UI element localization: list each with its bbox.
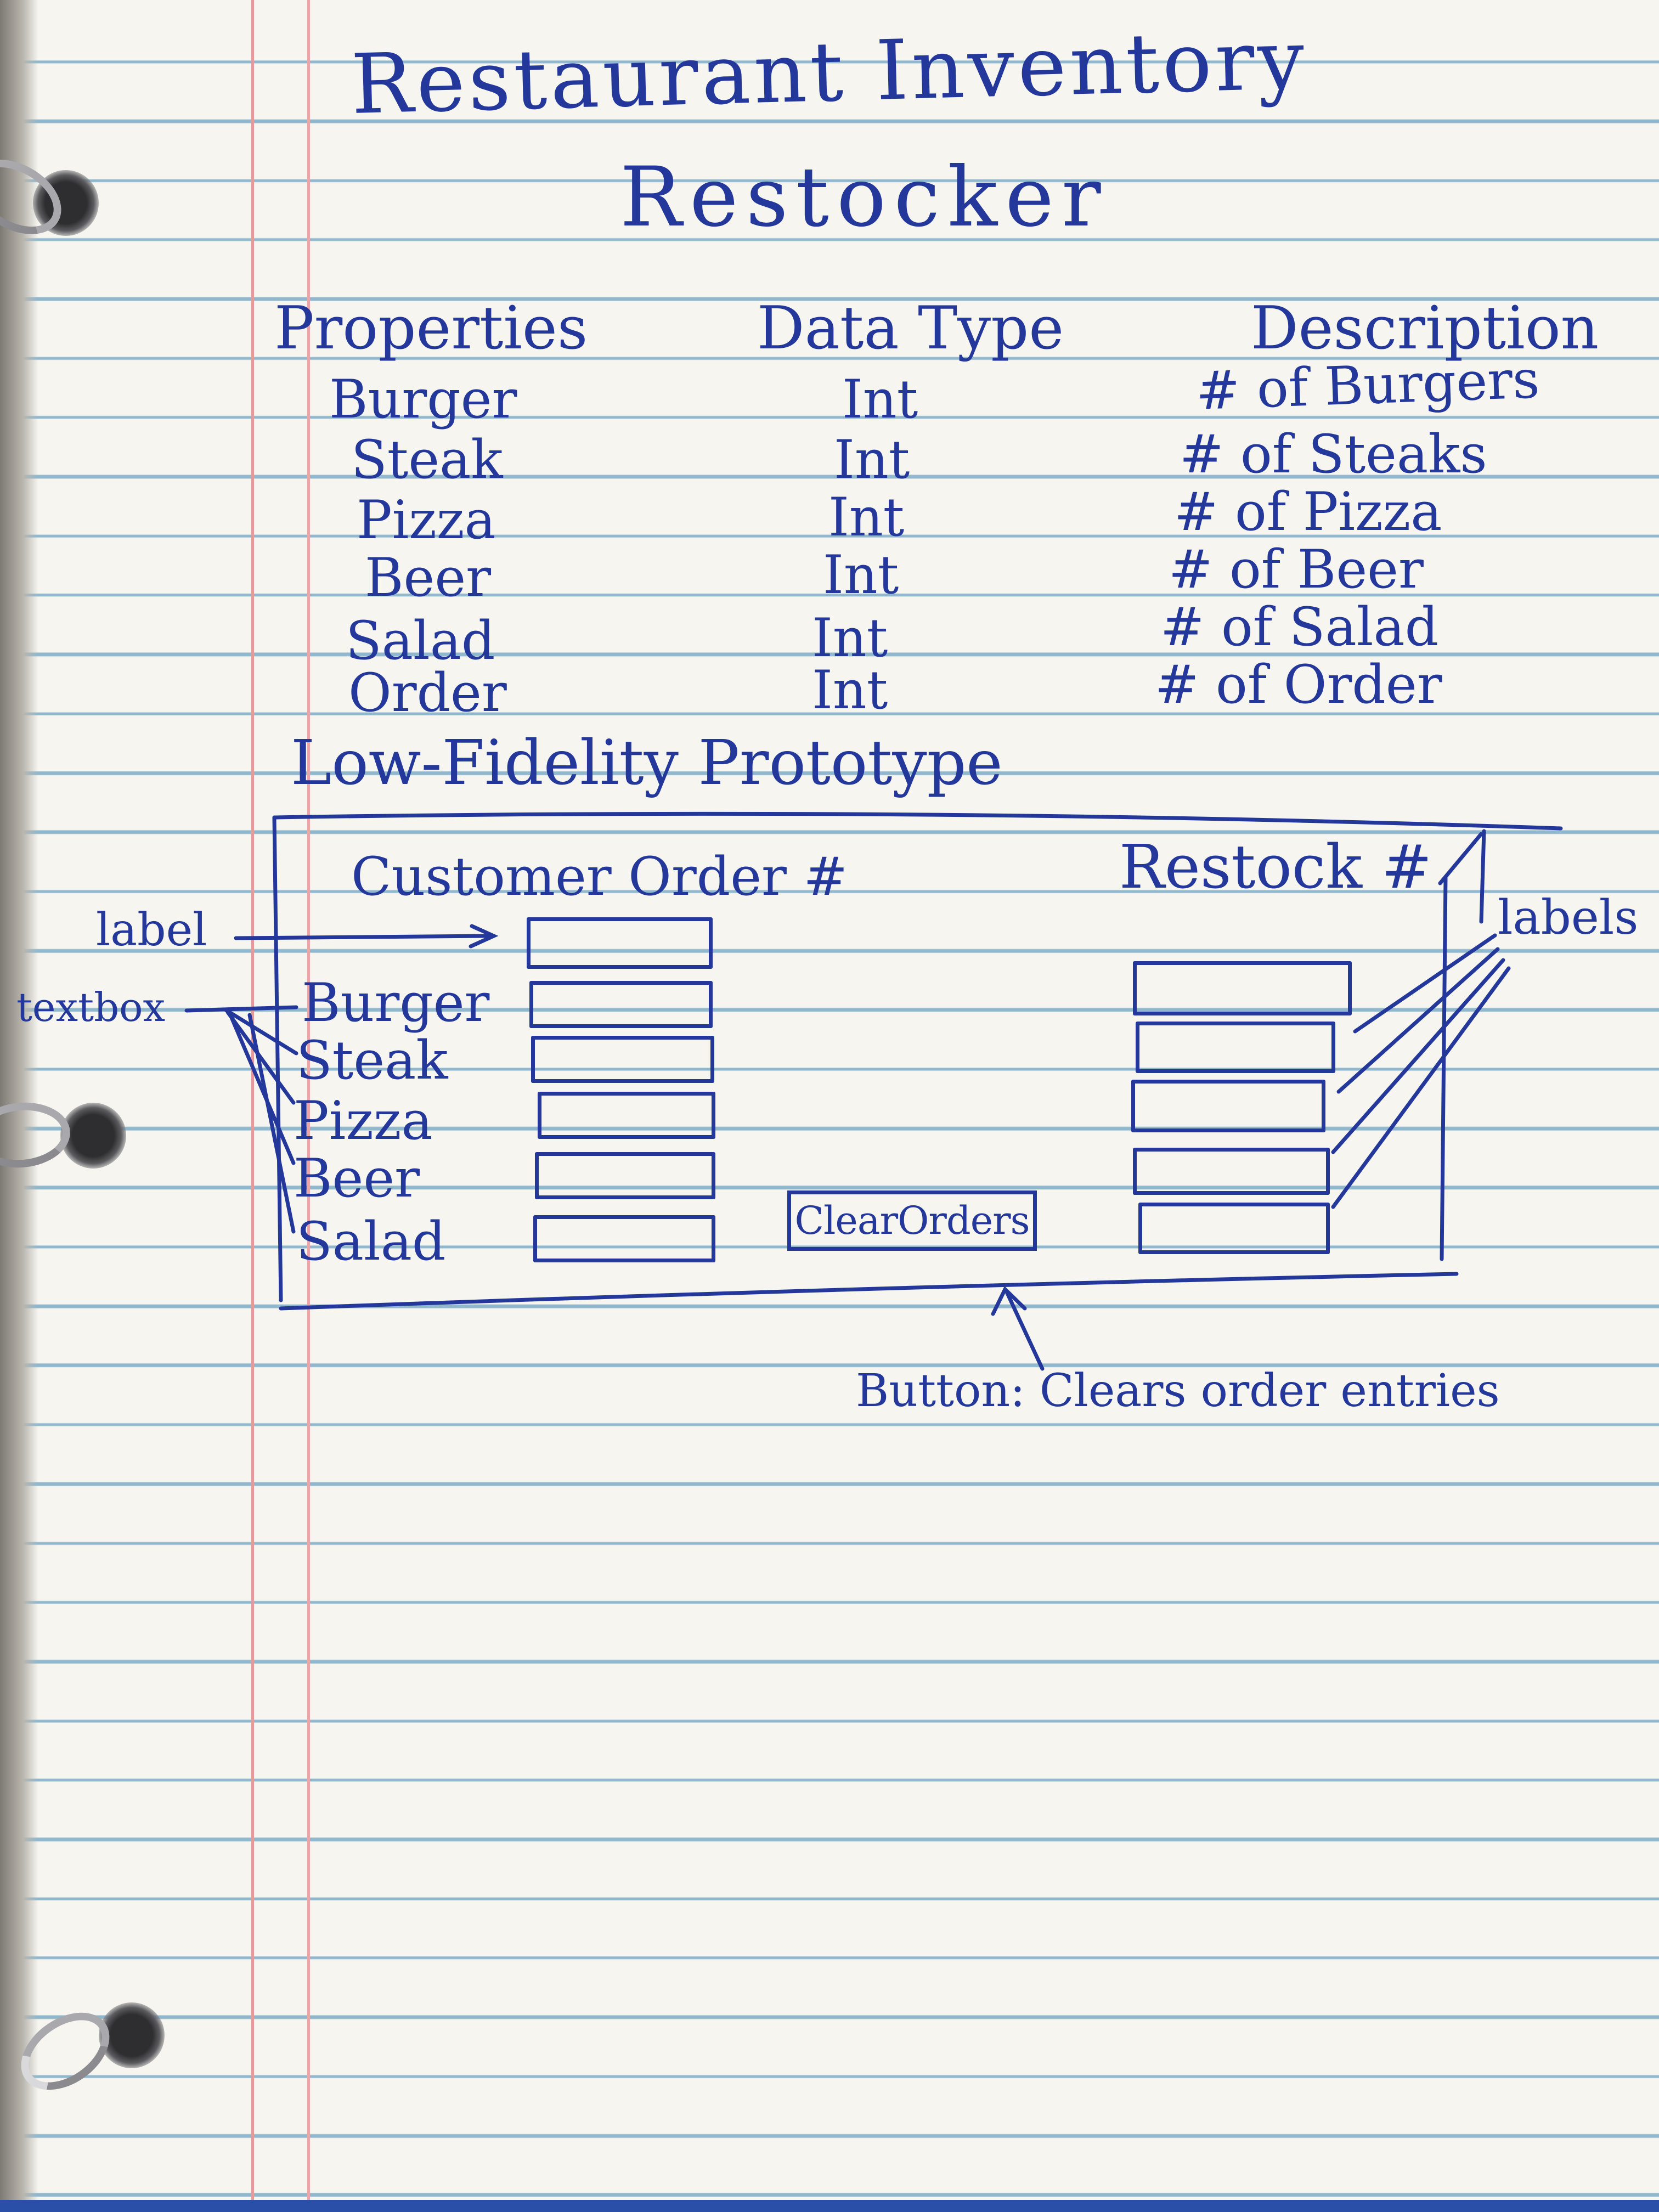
- steak-order-textbox[interactable]: [531, 1036, 714, 1083]
- row-type: Int: [812, 607, 888, 669]
- row-description: # of Salad: [1160, 596, 1439, 658]
- header-properties: Properties: [274, 294, 588, 363]
- row-description: # of Burgers: [1195, 348, 1541, 422]
- page-title-line-1: Restaurant Inventory: [349, 12, 1309, 133]
- item-label-burger: Burger: [302, 972, 490, 1034]
- binder-ring-middle-icon: [0, 1098, 73, 1172]
- item-label-salad: Salad: [296, 1211, 446, 1272]
- margin-line: [251, 0, 254, 2212]
- page-title-line-2: Restocker: [620, 150, 1109, 245]
- row-description: # of Order: [1155, 654, 1442, 715]
- row-type: Int: [842, 369, 918, 430]
- header-description: Description: [1251, 294, 1599, 363]
- annotation-labels: labels: [1498, 890, 1639, 945]
- customer-order-textbox[interactable]: [527, 917, 713, 969]
- clear-orders-button[interactable]: ClearOrders: [787, 1190, 1037, 1251]
- steak-restock-label: [1136, 1022, 1335, 1073]
- row-type: Int: [834, 429, 910, 490]
- item-label-steak: Steak: [296, 1030, 448, 1091]
- row-description: # of Beer: [1169, 539, 1424, 600]
- burger-order-textbox[interactable]: [529, 981, 713, 1028]
- row-type: Int: [823, 544, 899, 606]
- beer-restock-label: [1133, 1148, 1330, 1195]
- row-property: Order: [348, 662, 507, 724]
- salad-order-textbox[interactable]: [533, 1215, 715, 1262]
- margin-line-secondary: [307, 0, 310, 2212]
- row-property: Salad: [346, 610, 495, 672]
- customer-order-label: Customer Order #: [351, 846, 848, 907]
- item-label-beer: Beer: [294, 1148, 420, 1209]
- row-property: Steak: [351, 429, 503, 490]
- pizza-restock-label: [1131, 1080, 1325, 1132]
- restock-label: Restock #: [1119, 832, 1432, 902]
- salad-restock-label: [1138, 1203, 1330, 1254]
- row-property: Beer: [365, 547, 492, 608]
- binder-hole-top: [33, 170, 99, 236]
- pizza-order-textbox[interactable]: [538, 1092, 715, 1139]
- binder-hole-middle: [60, 1103, 126, 1169]
- binder-edge: [0, 0, 38, 2212]
- row-property: Pizza: [357, 489, 496, 551]
- annotation-button-note: Button: Clears order entries: [856, 1365, 1500, 1417]
- annotation-textbox: textbox: [16, 984, 166, 1030]
- row-description: # of Pizza: [1174, 481, 1442, 543]
- bottom-edge: [0, 2200, 1659, 2212]
- row-type: Int: [812, 659, 888, 721]
- burger-restock-label: [1133, 961, 1352, 1015]
- beer-order-textbox[interactable]: [535, 1152, 715, 1199]
- row-type: Int: [828, 487, 905, 548]
- annotation-label: label: [96, 904, 207, 956]
- item-label-pizza: Pizza: [294, 1090, 433, 1152]
- binder-hole-bottom: [99, 2002, 165, 2068]
- row-description: # of Steaks: [1180, 424, 1487, 485]
- row-property: Burger: [329, 369, 517, 430]
- prototype-heading: Low-Fidelity Prototype: [291, 727, 1003, 799]
- header-data-type: Data Type: [757, 294, 1064, 363]
